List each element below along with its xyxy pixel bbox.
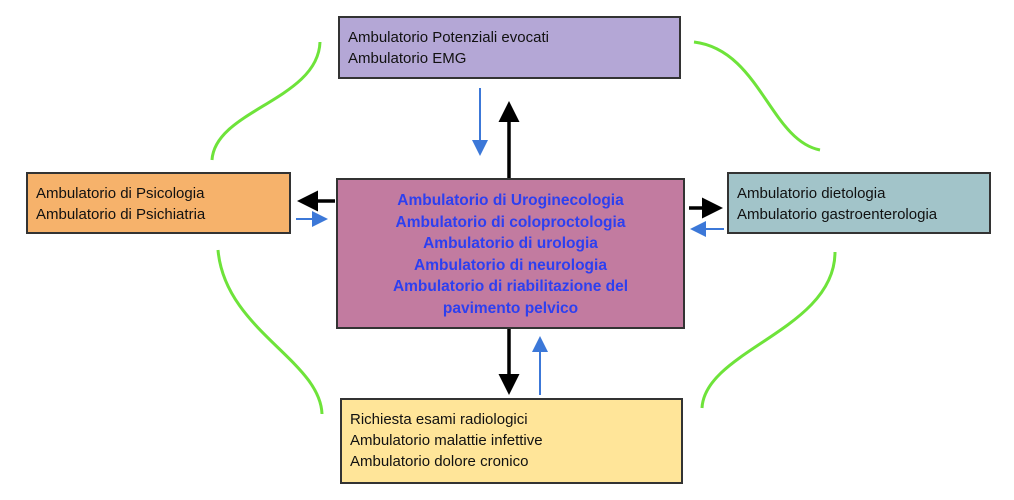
box-line: Ambulatorio di Psicologia bbox=[36, 185, 205, 202]
curve-top-right bbox=[693, 40, 821, 152]
box-line: Ambulatorio dolore cronico bbox=[350, 453, 529, 470]
box-neurophysiology: Ambulatorio Potenziali evocati Ambulator… bbox=[338, 16, 681, 79]
curve-top-left bbox=[210, 41, 322, 161]
box-line: Ambulatorio gastroenterologia bbox=[737, 206, 938, 223]
box-line: Ambulatorio dietologia bbox=[737, 185, 886, 202]
box-line: Ambulatorio di riabilitazione del bbox=[392, 278, 629, 295]
box-central-clinics: Ambulatorio di Uroginecologia Ambulatori… bbox=[336, 178, 685, 329]
box-line: Richiesta esami radiologici bbox=[350, 411, 528, 428]
box-line: Ambulatorio di Uroginecologia bbox=[397, 192, 624, 209]
curve-bottom-right bbox=[700, 251, 837, 409]
box-line: Ambulatorio di coloproctologia bbox=[395, 213, 626, 231]
box-line: Ambulatorio di neurologia bbox=[414, 256, 607, 274]
box-dietology: Ambulatorio dietologia Ambulatorio gastr… bbox=[727, 172, 991, 234]
box-line: pavimento pelvico bbox=[442, 299, 579, 317]
box-line: Ambulatorio Potenziali evocati bbox=[348, 29, 549, 46]
curve-bottom-left bbox=[216, 249, 324, 415]
box-line: Ambulatorio di Psichiatria bbox=[36, 206, 206, 223]
box-line: Ambulatorio EMG bbox=[348, 50, 467, 67]
box-psychology: Ambulatorio di Psicologia Ambulatorio di… bbox=[26, 172, 291, 234]
box-line: Ambulatorio malattie infettive bbox=[350, 432, 543, 449]
box-line: Ambulatorio di urologia bbox=[423, 235, 598, 252]
box-services: Richiesta esami radiologici Ambulatorio … bbox=[340, 398, 683, 484]
